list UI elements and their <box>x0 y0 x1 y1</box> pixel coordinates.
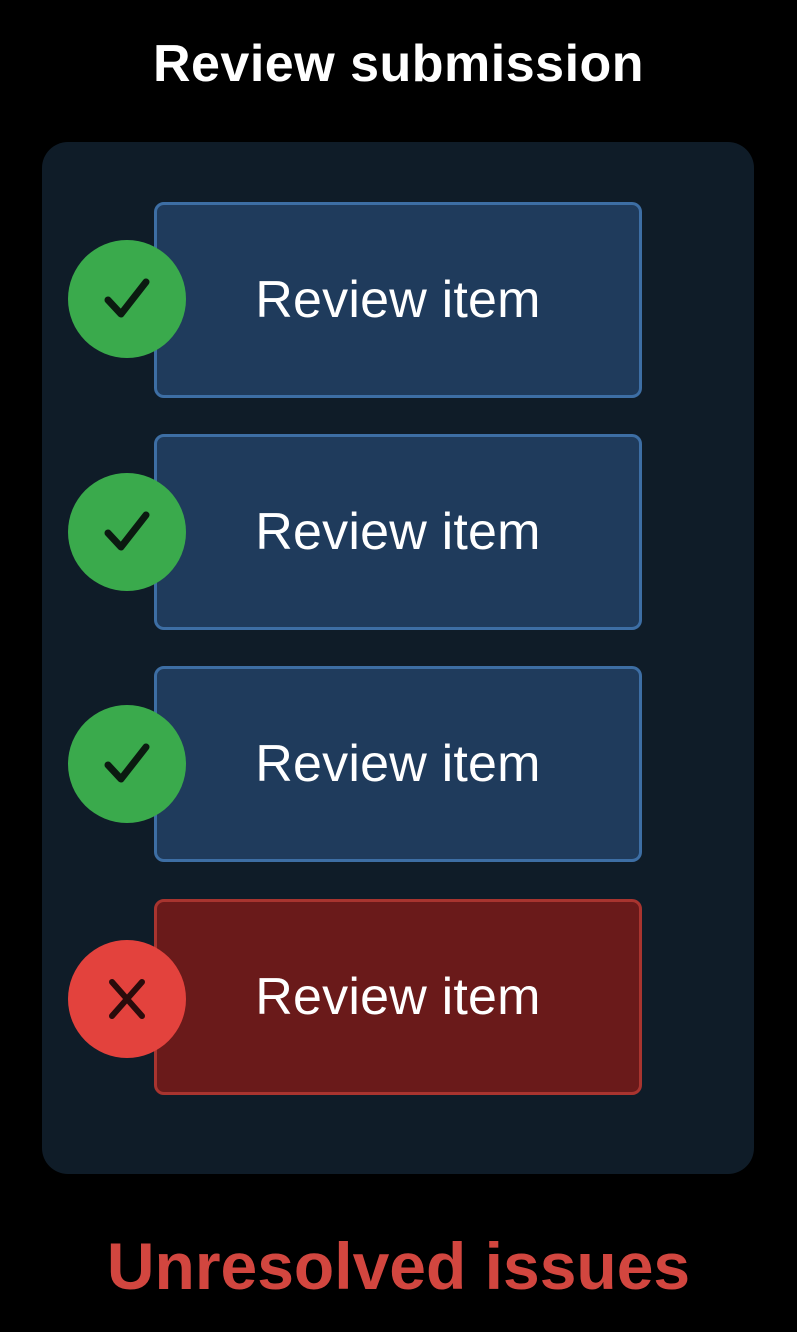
page-title: Review submission <box>152 35 645 93</box>
review-item[interactable]: Review item <box>154 202 642 398</box>
check-icon <box>68 705 186 823</box>
review-item-label: Review item <box>255 503 541 561</box>
x-icon <box>68 940 186 1058</box>
review-item-unresolved[interactable]: Review item <box>154 899 642 1095</box>
check-icon <box>68 473 186 591</box>
review-item-label: Review item <box>255 271 541 329</box>
review-item-label: Review item <box>255 735 541 793</box>
check-icon <box>68 240 186 358</box>
review-item[interactable]: Review item <box>154 434 642 630</box>
review-item-label: Review item <box>255 968 541 1026</box>
review-item[interactable]: Review item <box>154 666 642 862</box>
unresolved-issues-message: Unresolved issues <box>106 1229 691 1303</box>
